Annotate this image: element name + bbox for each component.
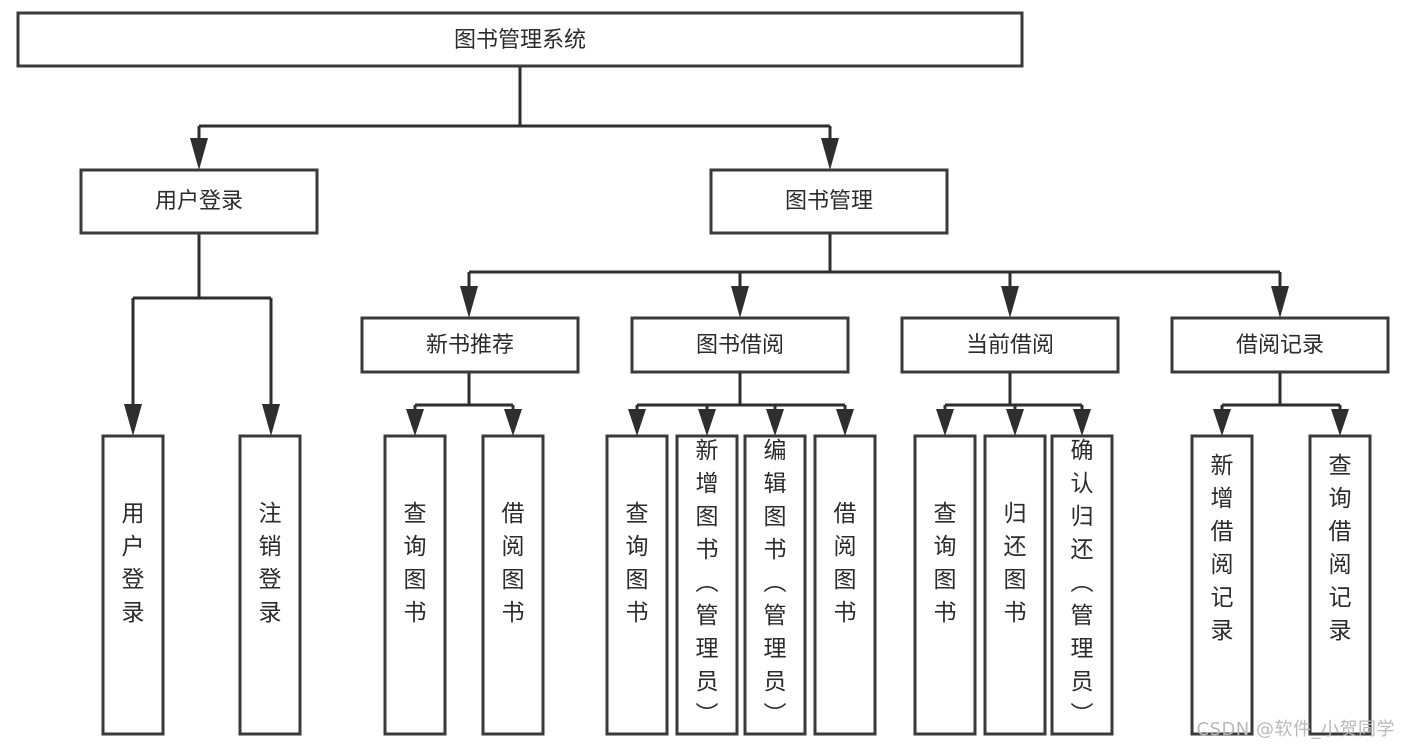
leaf-label-bb-3: 借阅图书	[834, 501, 857, 626]
connector-group-book-borrow	[628, 372, 854, 436]
node-borrow-record-box[interactable]	[1170, 316, 1390, 374]
leaf-node[interactable]: 借阅图书	[481, 434, 545, 736]
leaf-box-bb-0[interactable]	[605, 434, 669, 736]
node-borrow-record[interactable]: 借阅记录	[1170, 316, 1390, 374]
node-user-login-label: 用户登录	[155, 189, 243, 214]
leaf-node[interactable]: 查询图书	[383, 434, 447, 736]
node-root-label: 图书管理系统	[454, 28, 586, 53]
leaf-box-user-login-1[interactable]	[238, 434, 302, 736]
connector-group-root	[190, 66, 839, 170]
arrow-head-to-user-login	[190, 138, 208, 170]
arrow-head-leaf-br-1	[1331, 409, 1349, 436]
leaf-node[interactable]: 用户登录	[101, 434, 165, 736]
leaf-label-bb-0: 查询图书	[626, 501, 649, 626]
leaf-label-bb-2: 编辑图书︵管理员︶	[764, 438, 787, 728]
leaf-label-nbr-1: 借阅图书	[502, 501, 525, 626]
arrow-head-to-borrow-record	[1271, 286, 1289, 318]
leaf-box-cb-1[interactable]	[983, 434, 1047, 736]
arrow-head-leaf-cb-1	[1006, 409, 1024, 436]
arrow-head-to-current-borrow	[1001, 286, 1019, 318]
node-new-book-recommend[interactable]: 新书推荐	[360, 316, 580, 374]
arrow-head-leaf-nbr-0	[406, 409, 424, 436]
leaf-box-bb-2[interactable]	[743, 434, 807, 736]
leaf-node[interactable]: 借阅图书	[813, 434, 877, 736]
leaf-label-nbr-0: 查询图书	[404, 501, 427, 626]
connector-group-borrow-record	[1213, 372, 1349, 436]
leaf-node[interactable]: 查询图书	[605, 434, 669, 736]
node-book-manage-label: 图书管理	[785, 189, 873, 214]
leaf-label-user-login-1: 注销登录	[259, 501, 282, 626]
leaf-box-br-1[interactable]	[1308, 434, 1372, 736]
leaf-node[interactable]: 确认归还︵管理员︶	[1050, 434, 1114, 736]
node-book-borrow-label: 图书借阅	[696, 333, 784, 358]
arrow-head-leaf-cb-0	[936, 409, 954, 436]
arrow-head-leaf-user-login-0	[124, 404, 142, 436]
leaf-label-cb-0: 查询图书	[934, 501, 957, 626]
leaf-node[interactable]: 新增借阅记录	[1190, 434, 1254, 736]
node-book-borrow[interactable]: 图书借阅	[630, 316, 850, 374]
leaf-node[interactable]: 查询借阅记录	[1308, 434, 1372, 736]
leaf-label-br-1: 查询借阅记录	[1329, 453, 1352, 644]
leaf-node[interactable]: 归还图书	[983, 434, 1047, 736]
connector-group-current-borrow	[936, 372, 1091, 436]
leaf-node[interactable]: 新增图书︵管理员︶	[675, 434, 739, 736]
leaf-box-cb-0[interactable]	[913, 434, 977, 736]
arrow-head-leaf-user-login-1	[262, 404, 280, 436]
node-current-borrow-label: 当前借阅	[966, 333, 1054, 358]
connector-group-book-manage	[460, 233, 1289, 318]
leaf-label-cb-2: 确认归还︵管理员︶	[1071, 438, 1094, 728]
connector-group-user-login	[124, 233, 280, 436]
leaf-box-bb-1[interactable]	[675, 434, 739, 736]
node-root[interactable]: 图书管理系统	[16, 11, 1024, 68]
arrow-head-leaf-br-0	[1213, 409, 1231, 436]
node-book-borrow-box[interactable]	[630, 316, 850, 374]
node-user-login[interactable]: 用户登录	[79, 168, 319, 235]
leaf-label-br-0: 新增借阅记录	[1211, 453, 1234, 644]
leaf-box-bb-3[interactable]	[813, 434, 877, 736]
arrow-head-to-book-borrow	[731, 286, 749, 318]
arrow-head-to-new-book-recommend	[460, 286, 478, 318]
leaf-box-cb-2[interactable]	[1050, 434, 1114, 736]
leaf-box-user-login-0[interactable]	[101, 434, 165, 736]
node-user-login-box[interactable]	[79, 168, 319, 235]
node-book-manage[interactable]: 图书管理	[709, 168, 949, 235]
leaf-node[interactable]: 查询图书	[913, 434, 977, 736]
leaf-node[interactable]: 编辑图书︵管理员︶	[743, 434, 807, 736]
leaf-box-nbr-0[interactable]	[383, 434, 447, 736]
arrow-head-leaf-cb-2	[1073, 409, 1091, 436]
leaf-box-br-0[interactable]	[1190, 434, 1254, 736]
node-root-box[interactable]	[16, 11, 1024, 68]
node-current-borrow-box[interactable]	[900, 316, 1120, 374]
node-borrow-record-label: 借阅记录	[1236, 333, 1324, 358]
leaf-box-nbr-1[interactable]	[481, 434, 545, 736]
node-current-borrow[interactable]: 当前借阅	[900, 316, 1120, 374]
leaf-label-bb-1: 新增图书︵管理员︶	[696, 438, 719, 728]
arrow-head-to-book-manage	[821, 138, 839, 170]
connector-group-new-book-recommend	[406, 372, 522, 436]
node-new-book-recommend-box[interactable]	[360, 316, 580, 374]
node-new-book-recommend-label: 新书推荐	[426, 333, 514, 358]
node-book-manage-box[interactable]	[709, 168, 949, 235]
arrow-head-leaf-bb-3	[836, 409, 854, 436]
arrow-head-leaf-nbr-1	[504, 409, 522, 436]
arrow-head-leaf-bb-0	[628, 409, 646, 436]
arrow-head-leaf-bb-2	[766, 409, 784, 436]
leaf-label-cb-1: 归还图书	[1004, 501, 1027, 626]
arrow-head-leaf-bb-1	[698, 409, 716, 436]
leaf-label-user-login-0: 用户登录	[122, 501, 145, 626]
leaf-node[interactable]: 注销登录	[238, 434, 302, 736]
